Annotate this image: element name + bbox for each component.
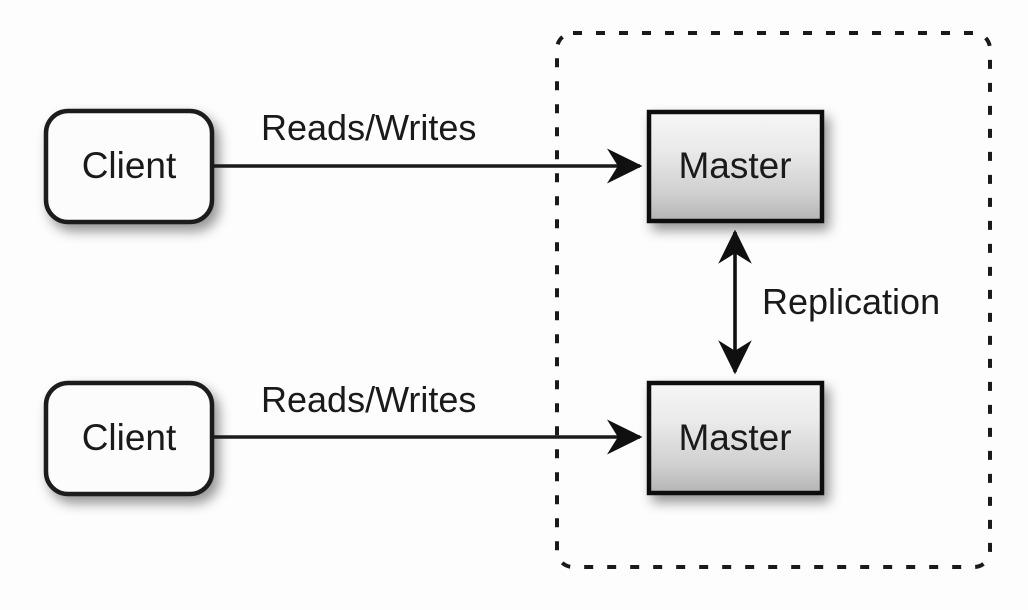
client-top-label: Client <box>82 145 177 186</box>
edge-label-replication: Replication <box>762 281 940 322</box>
node-client-bottom[interactable]: Client <box>43 380 215 497</box>
edge-label-reads-writes-top: Reads/Writes <box>261 107 476 148</box>
node-master-top[interactable]: Master <box>646 109 825 224</box>
replication-group-boundary <box>555 31 992 569</box>
client-bottom-label: Client <box>82 417 177 458</box>
master-bottom-label: Master <box>678 417 791 458</box>
master-top-shape <box>646 109 825 224</box>
node-master-bottom[interactable]: Master <box>646 380 825 496</box>
edge-label-reads-writes-bottom: Reads/Writes <box>261 379 476 420</box>
node-client-top[interactable]: Client <box>43 108 215 225</box>
master-top-label: Master <box>678 145 791 186</box>
master-bottom-shape <box>646 380 825 496</box>
